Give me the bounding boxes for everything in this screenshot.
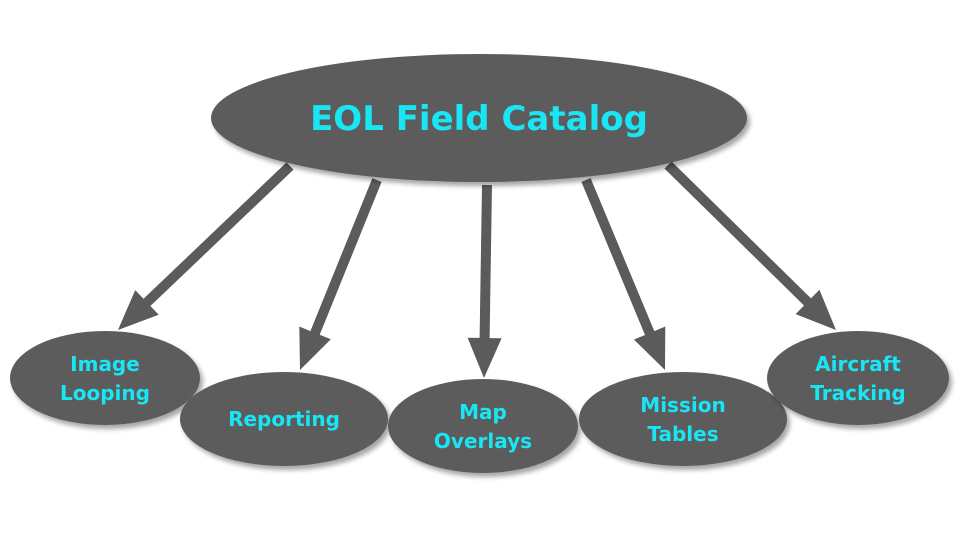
child-node-map-overlays: Map Overlays (388, 379, 578, 473)
child-nodes-group: Image Looping Reporting Map Overlays Mis… (10, 331, 949, 473)
arrow-to-map-overlays (467, 184, 502, 378)
child-node-label-line-2: Tables (647, 422, 718, 446)
arrow-to-aircraft-tracking (664, 161, 836, 330)
child-node-label-line-2: Overlays (434, 429, 532, 453)
arrow-to-image-looping (118, 162, 294, 330)
child-node-label-line-2: Tracking (810, 381, 905, 405)
child-node-image-looping: Image Looping (10, 331, 200, 425)
child-node-shape (767, 331, 949, 425)
root-node-label: EOL Field Catalog (310, 99, 648, 139)
root-node: EOL Field Catalog (211, 54, 747, 182)
child-node-shape (180, 372, 388, 466)
child-node-shape (388, 379, 578, 473)
child-node-label-line-1: Aircraft (815, 352, 901, 376)
child-node-mission-tables: Mission Tables (579, 372, 787, 466)
arrows-group (118, 161, 836, 378)
child-node-shape (579, 372, 787, 466)
arrow-to-reporting (299, 178, 382, 370)
child-node-label-line-1: Map (459, 400, 507, 424)
child-node-label-line-1: Reporting (228, 407, 340, 431)
child-node-shape (10, 331, 200, 425)
arrow-to-mission-tables (581, 178, 666, 370)
child-node-label-line-1: Image (70, 352, 140, 376)
child-node-aircraft-tracking: Aircraft Tracking (767, 331, 949, 425)
root-node-shape (211, 54, 747, 182)
child-node-reporting: Reporting (180, 372, 388, 466)
child-node-label-line-2: Looping (60, 381, 150, 405)
child-node-label-line-1: Mission (640, 393, 725, 417)
